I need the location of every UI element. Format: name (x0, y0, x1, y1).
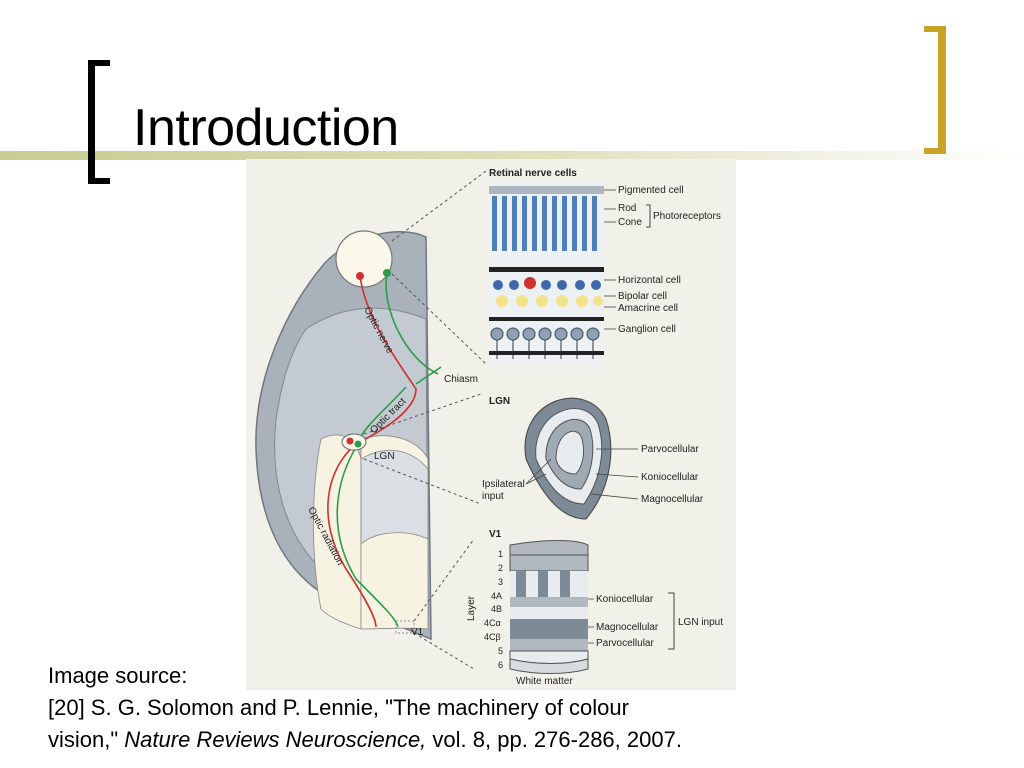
label-amacrine-cell: Amacrine cell (618, 303, 678, 314)
right-bracket-top (924, 26, 946, 32)
image-source-caption: Image source: [20] S. G. Solomon and P. … (48, 660, 682, 756)
right-bracket (938, 26, 946, 154)
label-layer-axis: Layer (466, 595, 477, 621)
caption-line-1: Image source: (48, 663, 188, 688)
title-rule (0, 151, 1024, 160)
label-rod: Rod (618, 203, 636, 214)
label-bipolar-cell: Bipolar cell (618, 291, 667, 302)
layer-4a: 4A (491, 591, 502, 601)
left-bracket-bottom (88, 178, 110, 184)
label-chiasm: Chiasm (444, 374, 478, 385)
label-ipsilateral: Ipsilateral (482, 479, 525, 490)
layer-4b: 4B (491, 604, 502, 614)
caption-line-3: vision," Nature Reviews Neuroscience, vo… (48, 724, 682, 756)
right-bracket-bottom (924, 148, 946, 154)
layer-3: 3 (498, 577, 503, 587)
label-koniocellular: Koniocellular (641, 472, 699, 483)
left-bracket-top (88, 60, 110, 66)
label-v1-koniocellular: Koniocellular (596, 594, 654, 605)
label-cone: Cone (618, 217, 642, 228)
label-magnocellular: Magnocellular (641, 494, 704, 505)
label-lgn-input: LGN input (678, 617, 723, 628)
caption-line-2: [20] S. G. Solomon and P. Lennie, "The m… (48, 695, 629, 720)
layer-4c-alpha: 4Cα (484, 618, 501, 628)
layer-5: 5 (498, 646, 503, 656)
visual-pathway-figure: Retinal nerve cells Pigmented cell Rod C… (246, 159, 736, 690)
label-v1-panel: V1 (489, 529, 502, 540)
label-input: input (482, 491, 504, 502)
label-horizontal-cell: Horizontal cell (618, 275, 681, 286)
page-title: Introduction (133, 99, 399, 157)
label-photoreceptors: Photoreceptors (653, 211, 721, 222)
caption-line-3-prefix: vision," (48, 727, 125, 752)
label-v1-small: V1 (411, 627, 424, 638)
label-parvocellular: Parvocellular (641, 444, 699, 455)
label-lgn-small: LGN (374, 451, 395, 462)
label-retinal-nerve-cells: Retinal nerve cells (489, 168, 577, 179)
caption-journal: Nature Reviews Neuroscience, (124, 727, 427, 752)
label-lgn-panel: LGN (489, 396, 510, 407)
label-v1-magnocellular: Magnocellular (596, 622, 659, 633)
layer-4c-beta: 4Cβ (484, 632, 501, 642)
v1-layers (509, 540, 589, 674)
label-v1-parvocellular: Parvocellular (596, 638, 654, 649)
layer-6: 6 (498, 660, 503, 670)
left-bracket (88, 60, 95, 184)
label-white-matter: White matter (516, 676, 573, 687)
caption-line-3-suffix: vol. 8, pp. 276-286, 2007. (426, 727, 682, 752)
retina-panel (489, 181, 604, 366)
label-pigmented-cell: Pigmented cell (618, 185, 684, 196)
lgn-horseshoe (524, 397, 612, 520)
layer-2: 2 (498, 563, 503, 573)
layer-1: 1 (498, 549, 503, 559)
label-ganglion-cell: Ganglion cell (618, 324, 676, 335)
eye (335, 230, 393, 288)
